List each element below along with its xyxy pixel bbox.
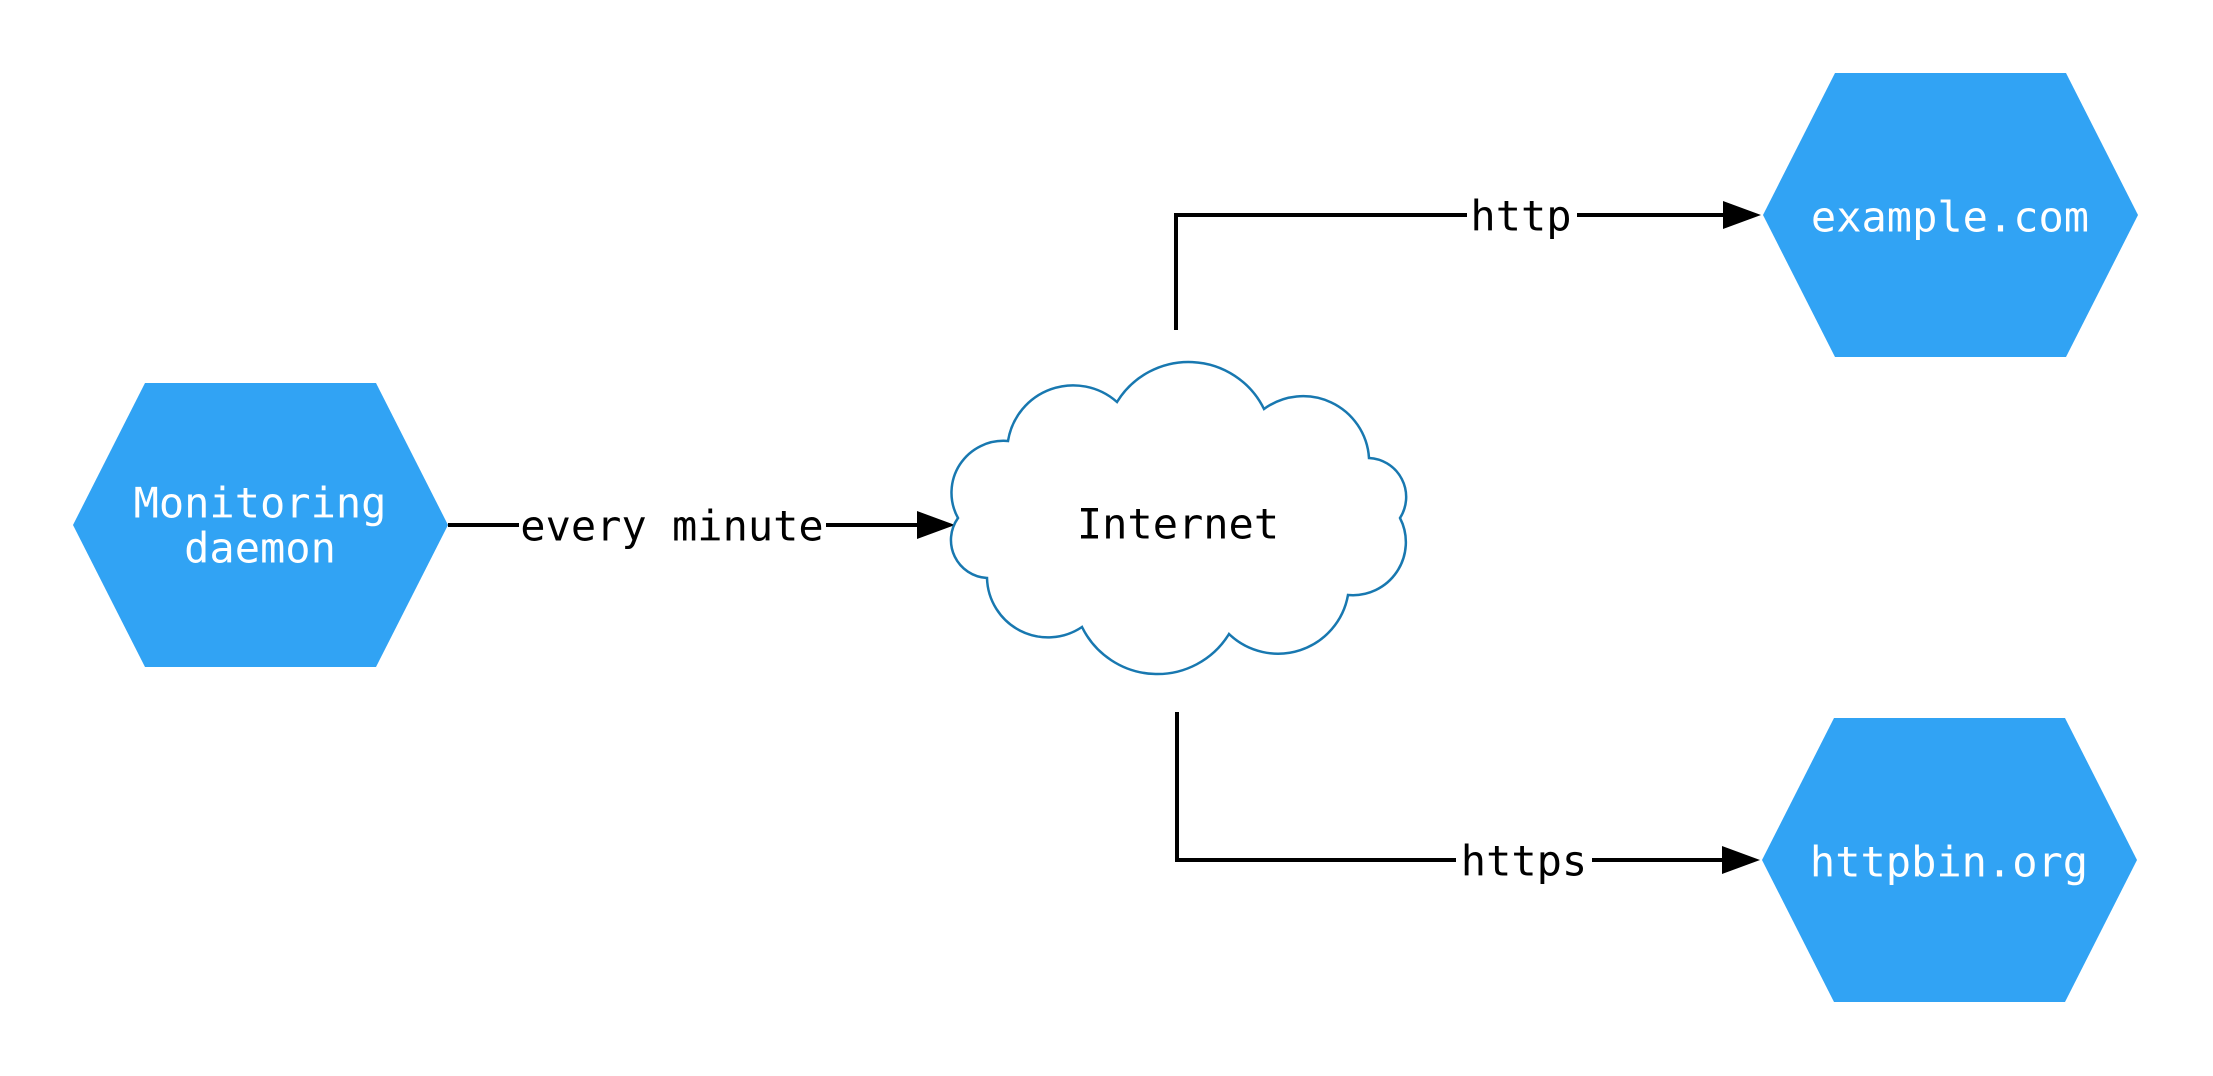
node-label-monitoring: Monitoring: [134, 479, 387, 528]
node-label-internet: Internet: [1077, 500, 1279, 549]
node-monitoring-daemon: Monitoring daemon: [73, 383, 448, 667]
edge-line-segment: [1174, 213, 1467, 330]
edge-label-https: https: [1461, 837, 1587, 886]
cloud-shape: [949, 360, 1408, 676]
node-label-example-com: example.com: [1811, 193, 2089, 242]
edge-line-segment: [1175, 712, 1456, 862]
arrowhead-icon: [1723, 201, 1761, 229]
edge-label-every-minute: every minute: [520, 502, 823, 551]
arrowhead-icon: [1722, 846, 1760, 874]
node-httpbin-org: httpbin.org: [1762, 718, 2137, 1002]
edge-label-http: http: [1470, 192, 1571, 241]
node-example-com: example.com: [1763, 73, 2138, 357]
node-label-httpbin-org: httpbin.org: [1810, 838, 2088, 887]
node-label-daemon: daemon: [184, 524, 336, 573]
edge-internet-to-example-com: http: [1174, 192, 1761, 330]
edge-internet-to-httpbin-org: https: [1175, 712, 1760, 886]
arrowhead-icon: [917, 511, 955, 539]
hexagon-shape: [1763, 73, 2138, 357]
hexagon-shape: [1762, 718, 2137, 1002]
hexagon-shape: [73, 383, 448, 667]
edge-monitoring-to-internet: every minute: [448, 502, 955, 551]
node-internet: Internet: [949, 360, 1408, 676]
